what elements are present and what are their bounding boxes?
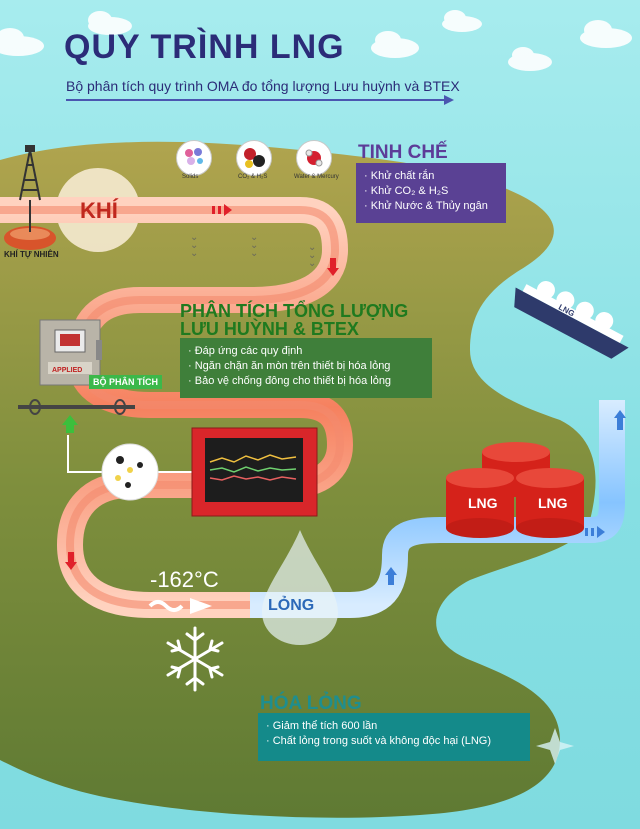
liquefaction-title: HÓA LỎNG (260, 693, 362, 714)
water-mercury-icon (296, 140, 332, 176)
water-mercury-caption: Water & Mercury (294, 174, 339, 180)
analyzer-label: BỘ PHÂN TÍCH (89, 375, 162, 389)
svg-text:⌄: ⌄ (250, 248, 258, 259)
droplet-icon (262, 530, 338, 645)
analysis-item: Ngăn chặn ăn mòn trên thiết bị hóa lỏng (188, 359, 424, 374)
svg-text:⌄: ⌄ (190, 248, 198, 259)
co2-h2s-caption: CO₂ & H₂S (238, 174, 268, 180)
snowflake-icon (166, 626, 224, 692)
liquid-label: LỎNG (268, 597, 315, 614)
monitor-display (191, 427, 318, 517)
liquefaction-item: Giảm thể tích 600 lần (266, 719, 522, 734)
analysis-title-line1: PHÂN TÍCH TỔNG LƯỢNG (180, 301, 409, 321)
svg-text:⌄: ⌄ (308, 258, 316, 269)
tank-label-1: LNG (468, 495, 498, 511)
analysis-item: Đáp ứng các quy định (188, 344, 424, 359)
purification-item: Khử Nước & Thủy ngân (364, 199, 498, 214)
gas-derrick-icon (19, 145, 41, 201)
svg-text:⌄: ⌄ (308, 242, 316, 253)
purification-item: Khử chất rắn (364, 169, 498, 184)
co2-h2s-icon (236, 140, 272, 176)
analyzer-brand: APPLIED (52, 367, 83, 374)
temperature-label: -162°C (150, 567, 219, 592)
solids-caption: Solids (182, 174, 199, 180)
natural-gas-label: KHÍ TỰ NHIÊN (4, 250, 59, 259)
svg-text:⌄: ⌄ (190, 232, 198, 243)
lng-ship (514, 281, 629, 359)
lng-tanks (446, 442, 584, 538)
svg-text:⌄: ⌄ (250, 240, 258, 251)
analyzer-cabinet (18, 319, 135, 433)
solids-icon (176, 140, 212, 176)
tank-label-2: LNG (538, 495, 568, 511)
page-title: QUY TRÌNH LNG (64, 28, 345, 66)
liquefaction-box: Giảm thể tích 600 lần Chất lỏng trong su… (258, 713, 530, 761)
liquefaction-item: Chất lỏng trong suốt và không độc hại (L… (266, 734, 522, 749)
purification-box: Khử chất rắn Khử CO₂ & H₂S Khử Nước & Th… (356, 163, 506, 223)
svg-text:⌄: ⌄ (250, 232, 258, 243)
svg-text:⌄: ⌄ (190, 240, 198, 251)
clouds (0, 10, 632, 71)
page-subtitle: Bộ phân tích quy trình OMA đo tổng lượng… (66, 78, 460, 94)
analysis-title-line2: LƯU HUỲNH & BTEX (180, 319, 359, 339)
svg-text:⌄: ⌄ (308, 250, 316, 261)
analysis-item: Bảo vệ chống đông cho thiết bị hóa lỏng (188, 374, 424, 389)
purification-item: Khử CO₂ & H₂S (364, 184, 498, 199)
gas-label: KHÍ (80, 198, 118, 223)
purification-title: TINH CHẾ (358, 142, 448, 163)
subtitle-arrow (66, 95, 454, 105)
liquid-pipe (250, 400, 625, 618)
analysis-box: Đáp ứng các quy định Ngăn chặn ăn mòn tr… (180, 338, 432, 398)
